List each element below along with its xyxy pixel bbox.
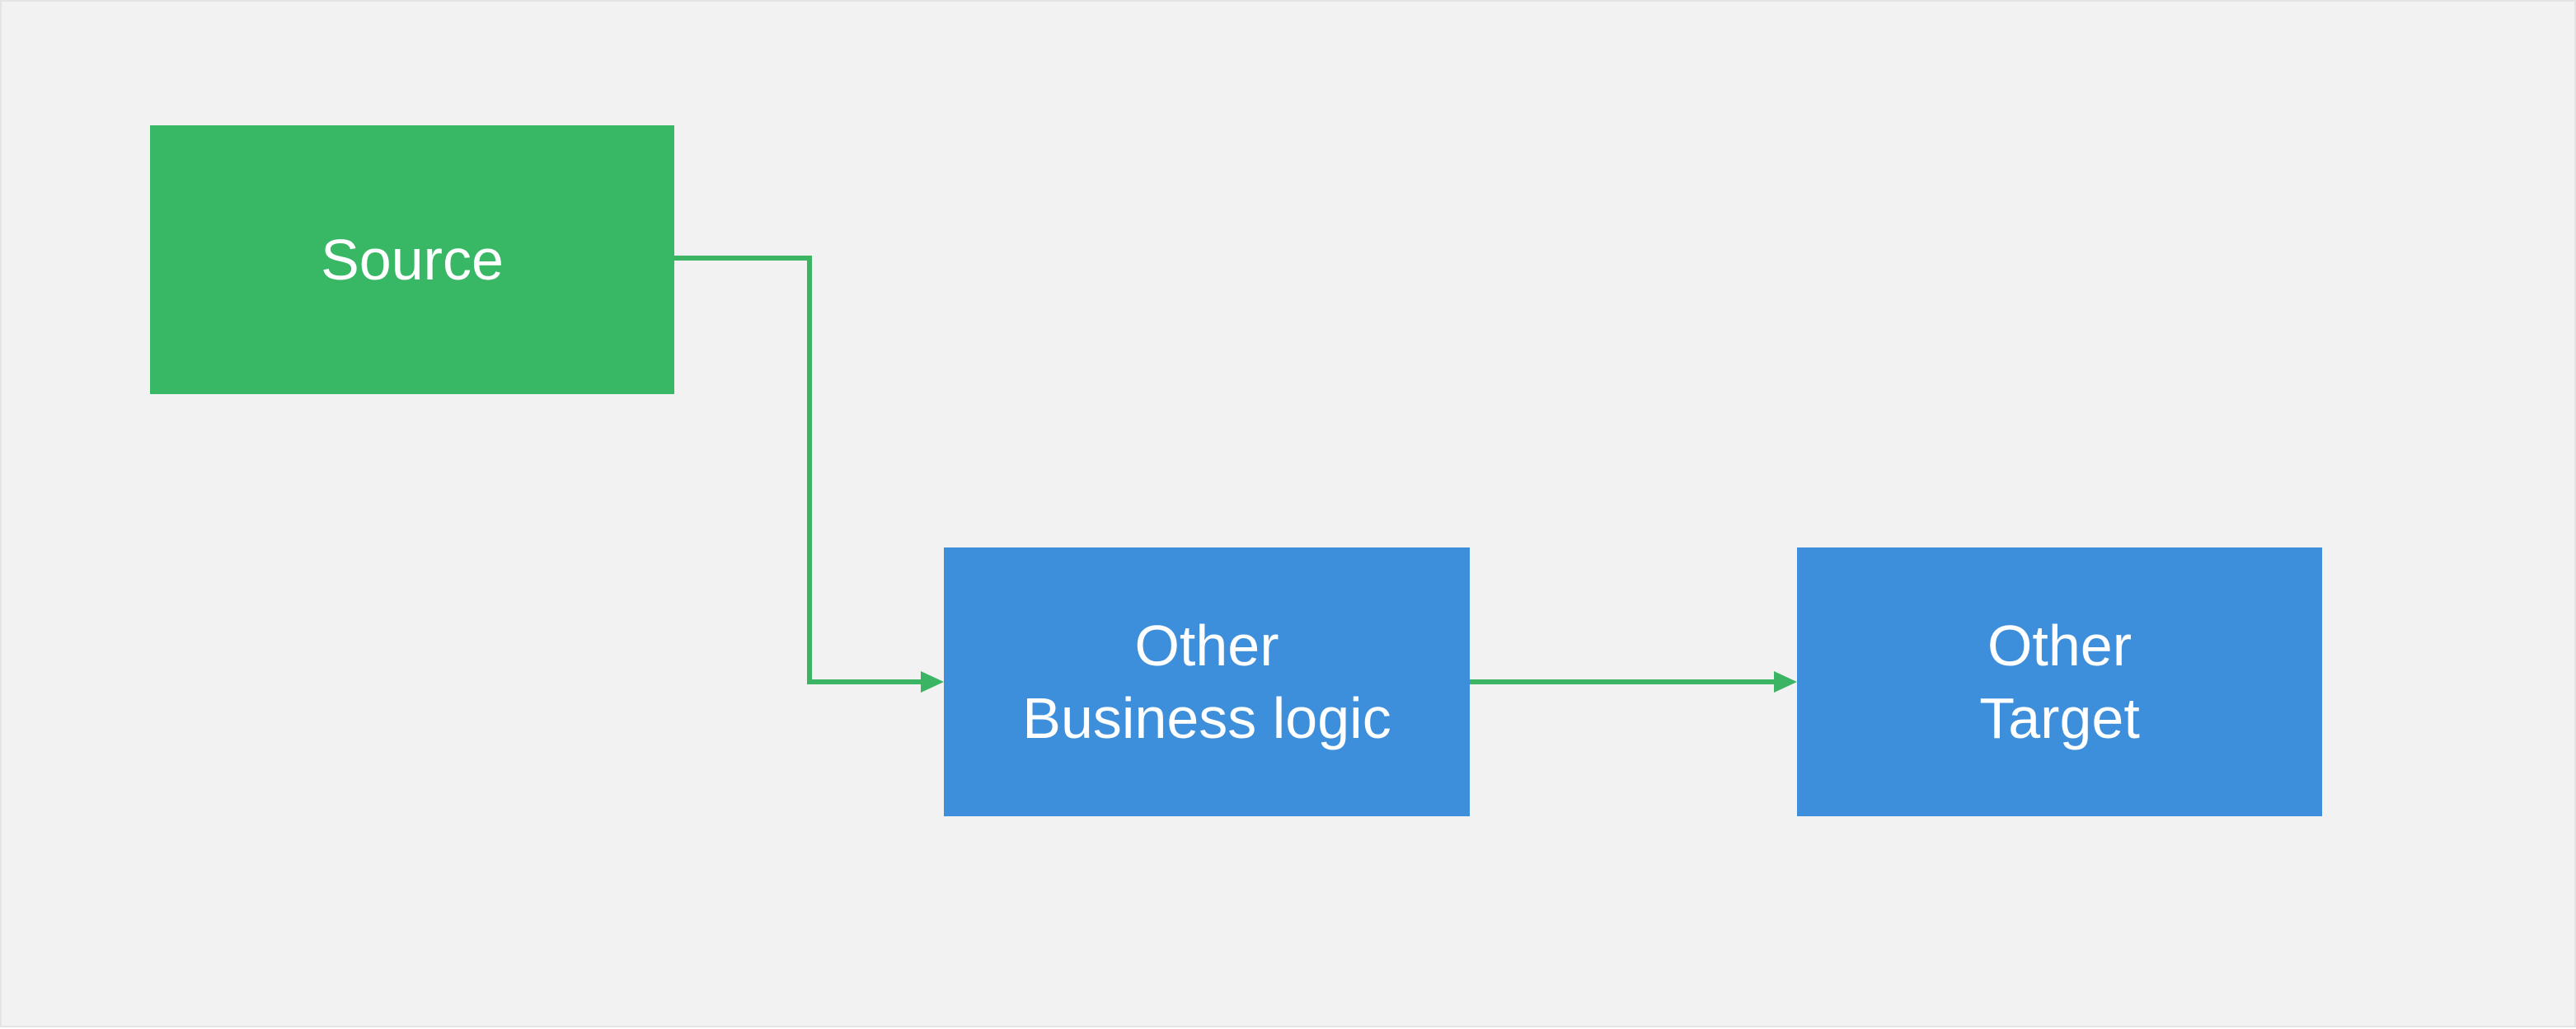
arrowhead-business-icon <box>921 671 944 693</box>
node-source[interactable]: Source <box>150 125 674 394</box>
connector-source-to-business <box>674 256 922 684</box>
arrowhead-target-icon <box>1774 671 1797 693</box>
node-target-label-line2: Target <box>1979 686 2140 750</box>
node-business-label-line1: Other <box>1134 613 1279 678</box>
node-target-label-line1: Other <box>1987 613 2133 678</box>
node-business-logic[interactable]: Other Business logic <box>944 547 1470 816</box>
node-business-label-line2: Business logic <box>1022 686 1391 750</box>
node-source-label: Source <box>321 228 504 292</box>
node-target[interactable]: Other Target <box>1797 547 2322 816</box>
